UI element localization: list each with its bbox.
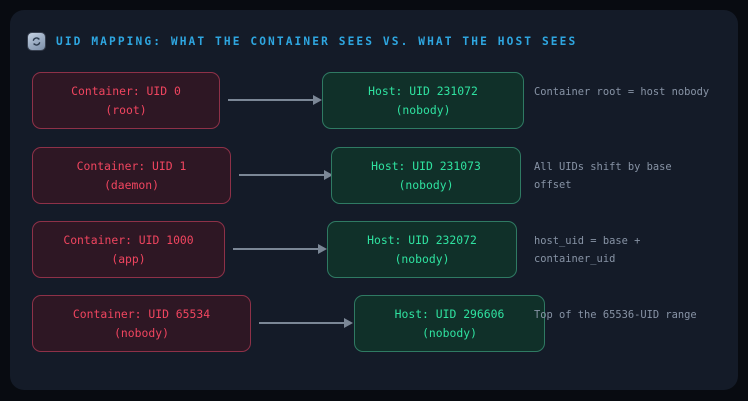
host-uid-line2: (nobody): [422, 325, 477, 340]
mapping-row: Container: UID 0 (root) Host: UID 231072…: [10, 72, 738, 138]
diagram-header: UID MAPPING: WHAT THE CONTAINER SEES VS.…: [28, 33, 577, 50]
container-uid-box: Container: UID 1000 (app): [32, 221, 225, 278]
host-uid-box: Host: UID 231072 (nobody): [322, 72, 524, 129]
host-uid-box: Host: UID 231073 (nobody): [331, 147, 521, 204]
host-uid-line2: (nobody): [398, 177, 454, 192]
mapping-arrow-right-icon: [233, 243, 327, 255]
mapping-note: Container root = host nobody: [534, 86, 710, 98]
mapping-arrow-right-icon: [239, 169, 333, 181]
container-uid-line2: (root): [105, 102, 147, 117]
arrow-head: [324, 170, 333, 180]
arrow-head: [344, 318, 353, 328]
diagram-panel: UID MAPPING: WHAT THE CONTAINER SEES VS.…: [10, 10, 738, 390]
container-uid-line1: Container: UID 0: [71, 84, 181, 99]
container-uid-box: Container: UID 0 (root): [32, 72, 220, 129]
host-uid-box: Host: UID 232072 (nobody): [327, 221, 517, 278]
sync-badge-icon: [28, 33, 45, 50]
host-uid-line2: (nobody): [394, 251, 450, 266]
page-title: UID MAPPING: WHAT THE CONTAINER SEES VS.…: [56, 35, 578, 48]
mapping-row: Container: UID 1 (daemon) Host: UID 2310…: [10, 147, 738, 213]
mapping-arrow-right-icon: [228, 94, 322, 106]
mapping-note: Top of the 65536-UID range: [534, 309, 697, 321]
container-uid-line1: Container: UID 1: [76, 159, 187, 174]
host-uid-line1: Host: UID 231073: [371, 159, 481, 174]
container-uid-box: Container: UID 65534 (nobody): [32, 295, 251, 352]
host-uid-line1: Host: UID 231072: [368, 84, 478, 99]
host-uid-line2: (nobody): [395, 102, 451, 117]
arrow-shaft: [259, 322, 344, 324]
arrow-shaft: [233, 248, 318, 250]
arrow-shaft: [239, 174, 324, 176]
host-uid-line1: Host: UID 296606: [394, 307, 505, 322]
container-uid-box: Container: UID 1 (daemon): [32, 147, 231, 204]
mapping-note: All UIDs shift by base offset: [534, 161, 672, 191]
arrow-head: [318, 244, 327, 254]
container-uid-line2: (daemon): [104, 177, 159, 192]
container-uid-line1: Container: UID 1000: [63, 233, 194, 248]
container-uid-line2: (app): [111, 251, 146, 266]
container-uid-line2: (nobody): [114, 325, 169, 340]
arrow-head: [313, 95, 322, 105]
host-uid-box: Host: UID 296606 (nobody): [354, 295, 545, 352]
arrow-shaft: [228, 99, 313, 101]
mapping-arrow-right-icon: [259, 317, 353, 329]
mapping-note: host_uid = base + container_uid: [534, 235, 641, 265]
mapping-row: Container: UID 1000 (app) Host: UID 2320…: [10, 221, 738, 287]
mapping-row: Container: UID 65534 (nobody) Host: UID …: [10, 295, 738, 361]
container-uid-line1: Container: UID 65534: [72, 307, 211, 322]
host-uid-line1: Host: UID 232072: [367, 233, 477, 248]
